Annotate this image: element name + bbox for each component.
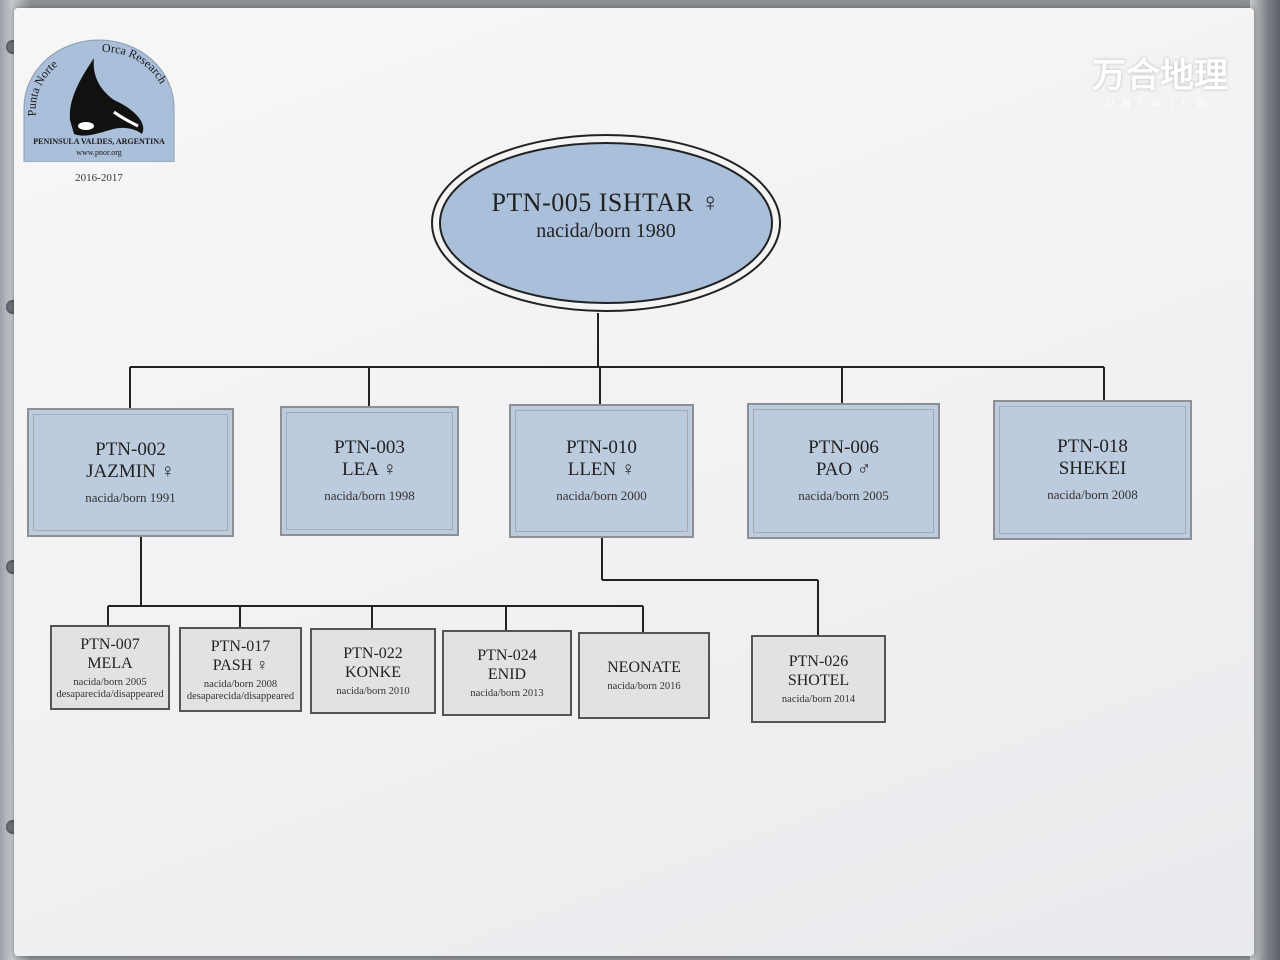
node-neonate: NEONATE nacida/born 2016 [578,632,710,719]
root-ellipse [431,134,781,312]
node-id: PTN-006 [808,437,879,458]
node-id: PTN-022 [343,645,403,662]
node-konke: PTN-022 KONKE nacida/born 2010 [310,628,436,714]
node-name: LLEN ♀ [567,459,636,480]
node-pao: PTN-006 PAO ♂ nacida/born 2005 [747,403,940,539]
node-lea: PTN-003 LEA ♀ nacida/born 1998 [280,406,459,536]
node-born: nacida/born 1991 [85,489,176,505]
node-born: nacida/born 2005 [73,676,147,688]
root-id-name: PTN-005 ISHTAR ♀ [491,188,721,217]
node-name: PAO ♂ [815,459,872,480]
node-jazmin: PTN-002 JAZMIN ♀ nacida/born 1991 [27,408,234,537]
node-shekei: PTN-018 SHEKEI nacida/born 2008 [993,400,1192,540]
node-status: desaparecida/disappeared [186,690,295,702]
binder-edge [1250,0,1280,960]
node-name: PASH ♀ [212,656,269,674]
node-pash: PTN-017 PASH ♀ nacida/born 2008 desapare… [179,627,302,712]
node-born: nacida/born 1998 [324,488,415,503]
node-name: KONKE [345,664,401,681]
logo-years: 2016-2017 [75,172,123,184]
node-shotel: PTN-026 SHOTEL nacida/born 2014 [751,635,886,723]
node-id: PTN-024 [477,647,537,664]
node-id: PTN-018 [1057,436,1128,457]
node-name: ENID [487,666,527,683]
uniwild-watermark: 万合地理 UNIWILD [1080,56,1240,112]
node-id: PTN-003 [334,437,405,458]
node-born: nacida/born 2000 [556,488,647,503]
watermark-cn: 万合地理 [1092,56,1228,96]
node-name: SHEKEI [1058,458,1127,479]
logo-location: PENINSULA VALDES, ARGENTINA [33,137,165,146]
node-id: PTN-026 [788,653,849,670]
node-born: nacida/born 2008 [1047,487,1138,502]
node-name: LEA ♀ [342,459,397,480]
node-status: desaparecida/disappeared [56,688,164,700]
pnor-logo: Punta Norte Orca Research PENINSULA VALD… [23,39,175,162]
node-enid: PTN-024 ENID nacida/born 2013 [442,630,572,716]
node-born: nacida/born 2013 [470,688,544,699]
node-name: MELA [87,654,133,672]
watermark-en: UNIWILD [1106,99,1214,110]
node-born: nacida/born 2016 [607,681,681,692]
node-name: JAZMIN ♀ [86,460,175,482]
logo-url: www.pnor.org [76,148,122,157]
node-name: NEONATE [607,659,681,676]
node-born: nacida/born 2008 [203,678,278,690]
root-born: nacida/born 1980 [536,220,676,242]
node-llen: PTN-010 LLEN ♀ nacida/born 2000 [509,404,694,538]
node-id: PTN-010 [566,437,637,458]
node-id: PTN-002 [95,438,166,460]
node-id: PTN-017 [210,637,271,655]
node-name: SHOTEL [787,672,850,689]
node-id: PTN-007 [80,635,140,653]
root-node: PTN-005 ISHTAR ♀ nacida/born 1980 [430,188,782,244]
node-born: nacida/born 2010 [336,686,410,697]
node-born: nacida/born 2014 [781,694,856,705]
node-born: nacida/born 2005 [798,488,889,503]
node-mela: PTN-007 MELA nacida/born 2005 desapareci… [50,625,170,710]
